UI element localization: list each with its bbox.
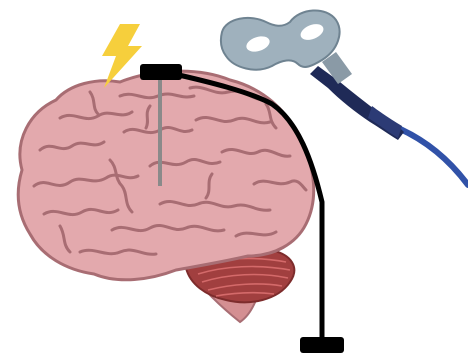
ground-clip-icon (300, 337, 344, 353)
brain (18, 71, 314, 322)
key-cable (398, 128, 468, 185)
key-bow (221, 10, 340, 69)
electrode-clip-icon (140, 64, 182, 80)
